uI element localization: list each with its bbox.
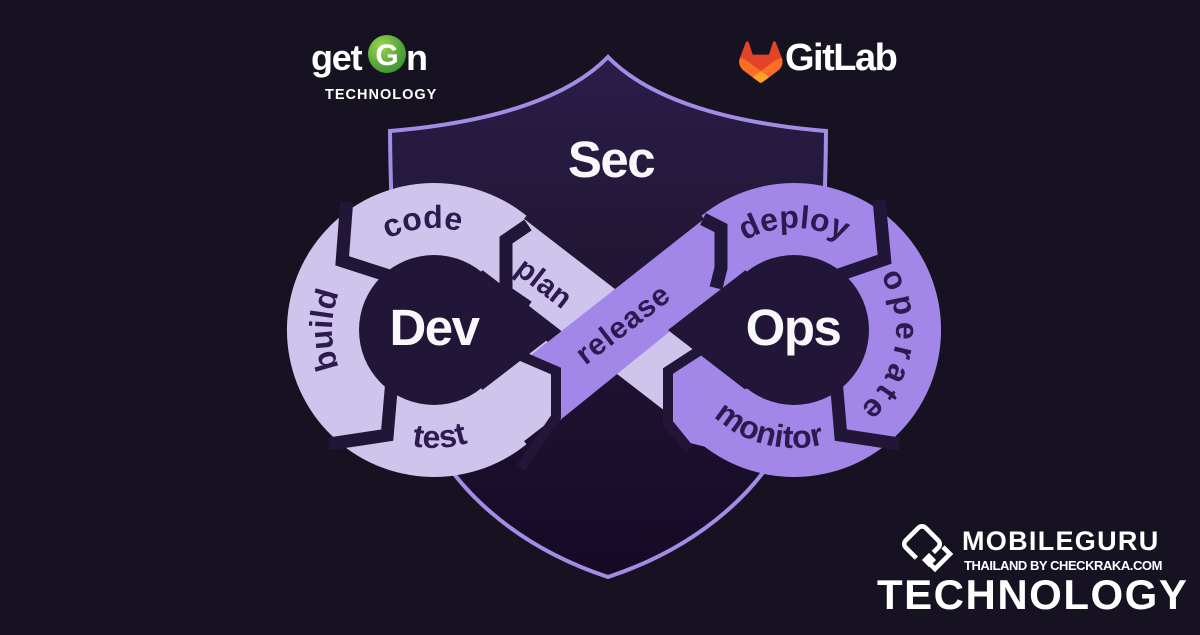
svg-text:TECHNOLOGY: TECHNOLOGY bbox=[877, 571, 1188, 618]
svg-text:Ops: Ops bbox=[746, 299, 841, 356]
svg-text:Dev: Dev bbox=[389, 299, 480, 356]
svg-text:test: test bbox=[411, 415, 470, 455]
svg-text:Sec: Sec bbox=[568, 131, 654, 188]
svg-text:MOBILEGURU: MOBILEGURU bbox=[962, 526, 1160, 556]
svg-text:THAILAND BY CHECKRAKA.COM: THAILAND BY CHECKRAKA.COM bbox=[964, 558, 1162, 573]
svg-text:GitLab: GitLab bbox=[785, 37, 897, 79]
svg-text:get: get bbox=[311, 37, 363, 78]
svg-text:n: n bbox=[406, 37, 428, 78]
svg-text:G: G bbox=[375, 39, 398, 72]
svg-text:TECHNOLOGY: TECHNOLOGY bbox=[325, 87, 437, 103]
